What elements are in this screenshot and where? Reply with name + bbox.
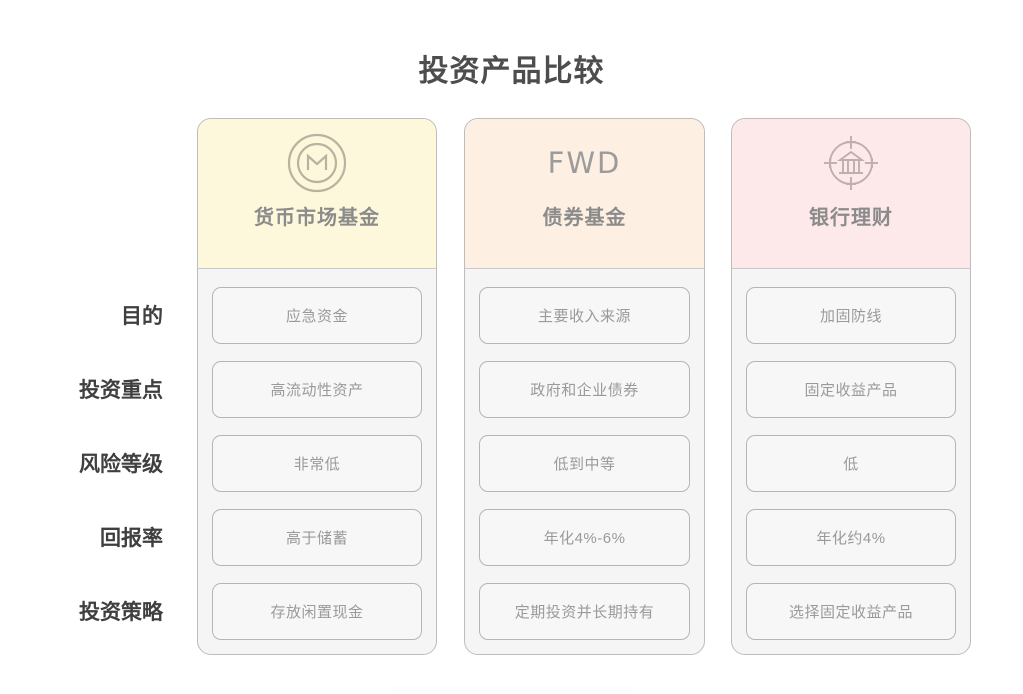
- row-label-investment-focus: 投资重点: [79, 379, 163, 402]
- cell-bank-purpose[interactable]: 加固防线: [746, 287, 956, 344]
- product-card-bond-fund[interactable]: FWD 债券基金 主要收入来源 政府和企业债券 低到中等 年化4%-6% 定期投…: [464, 118, 705, 655]
- cell-bond-risk[interactable]: 低到中等: [479, 435, 690, 492]
- row-label-risk-level: 风险等级: [79, 453, 163, 476]
- cell-bank-strategy[interactable]: 选择固定收益产品: [746, 583, 956, 640]
- cell-bond-focus[interactable]: 政府和企业债券: [479, 361, 690, 418]
- page-title: 投资产品比较: [418, 55, 605, 88]
- card-header-bond-fund: FWD 债券基金: [465, 119, 704, 269]
- card-body-bond-fund: 主要收入来源 政府和企业债券 低到中等 年化4%-6% 定期投资并长期持有: [465, 269, 704, 654]
- card-header-money-market-fund: 货币市场基金: [198, 119, 436, 269]
- cell-bank-risk[interactable]: 低: [746, 435, 956, 492]
- cell-bank-return[interactable]: 年化约4%: [746, 509, 956, 566]
- fwd-wordmark: FWD: [547, 146, 622, 180]
- product-card-money-market-fund[interactable]: 货币市场基金 应急资金 高流动性资产 非常低 高于储蓄 存放闲置现金: [197, 118, 437, 655]
- cell-bond-purpose[interactable]: 主要收入来源: [479, 287, 690, 344]
- card-title-bank-wealth: 银行理财: [809, 207, 893, 229]
- cell-bank-focus[interactable]: 固定收益产品: [746, 361, 956, 418]
- row-label-purpose: 目的: [121, 305, 163, 328]
- cell-mmf-focus[interactable]: 高流动性资产: [212, 361, 422, 418]
- row-label-investment-strategy: 投资策略: [79, 601, 163, 624]
- bottom-edge-strip: [392, 686, 632, 693]
- cell-bond-strategy[interactable]: 定期投资并长期持有: [479, 583, 690, 640]
- card-title-bond-fund: 债券基金: [542, 207, 627, 229]
- card-title-money-market-fund: 货币市场基金: [254, 207, 380, 229]
- cell-mmf-purpose[interactable]: 应急资金: [212, 287, 422, 344]
- logo-bond-fund: FWD: [548, 127, 622, 199]
- cell-bond-return[interactable]: 年化4%-6%: [479, 509, 690, 566]
- card-body-bank-wealth: 加固防线 固定收益产品 低 年化约4% 选择固定收益产品: [732, 269, 970, 654]
- cell-mmf-strategy[interactable]: 存放闲置现金: [212, 583, 422, 640]
- row-label-column: 目的 投资重点 风险等级 回报率 投资策略: [0, 118, 180, 658]
- logo-money-market-fund: [286, 127, 348, 199]
- row-label-return-rate: 回报率: [100, 527, 163, 550]
- bank-target-icon: [820, 132, 882, 194]
- card-body-money-market-fund: 应急资金 高流动性资产 非常低 高于储蓄 存放闲置现金: [198, 269, 436, 654]
- logo-bank-wealth: [820, 127, 882, 199]
- comparison-board: 目的 投资重点 风险等级 回报率 投资策略 货币市场基金 应急资金 高流动性资产…: [0, 118, 1023, 658]
- cell-mmf-risk[interactable]: 非常低: [212, 435, 422, 492]
- coin-m-icon: [286, 132, 348, 194]
- product-card-bank-wealth[interactable]: 银行理财 加固防线 固定收益产品 低 年化约4% 选择固定收益产品: [731, 118, 971, 655]
- card-header-bank-wealth: 银行理财: [732, 119, 970, 269]
- cell-mmf-return[interactable]: 高于储蓄: [212, 509, 422, 566]
